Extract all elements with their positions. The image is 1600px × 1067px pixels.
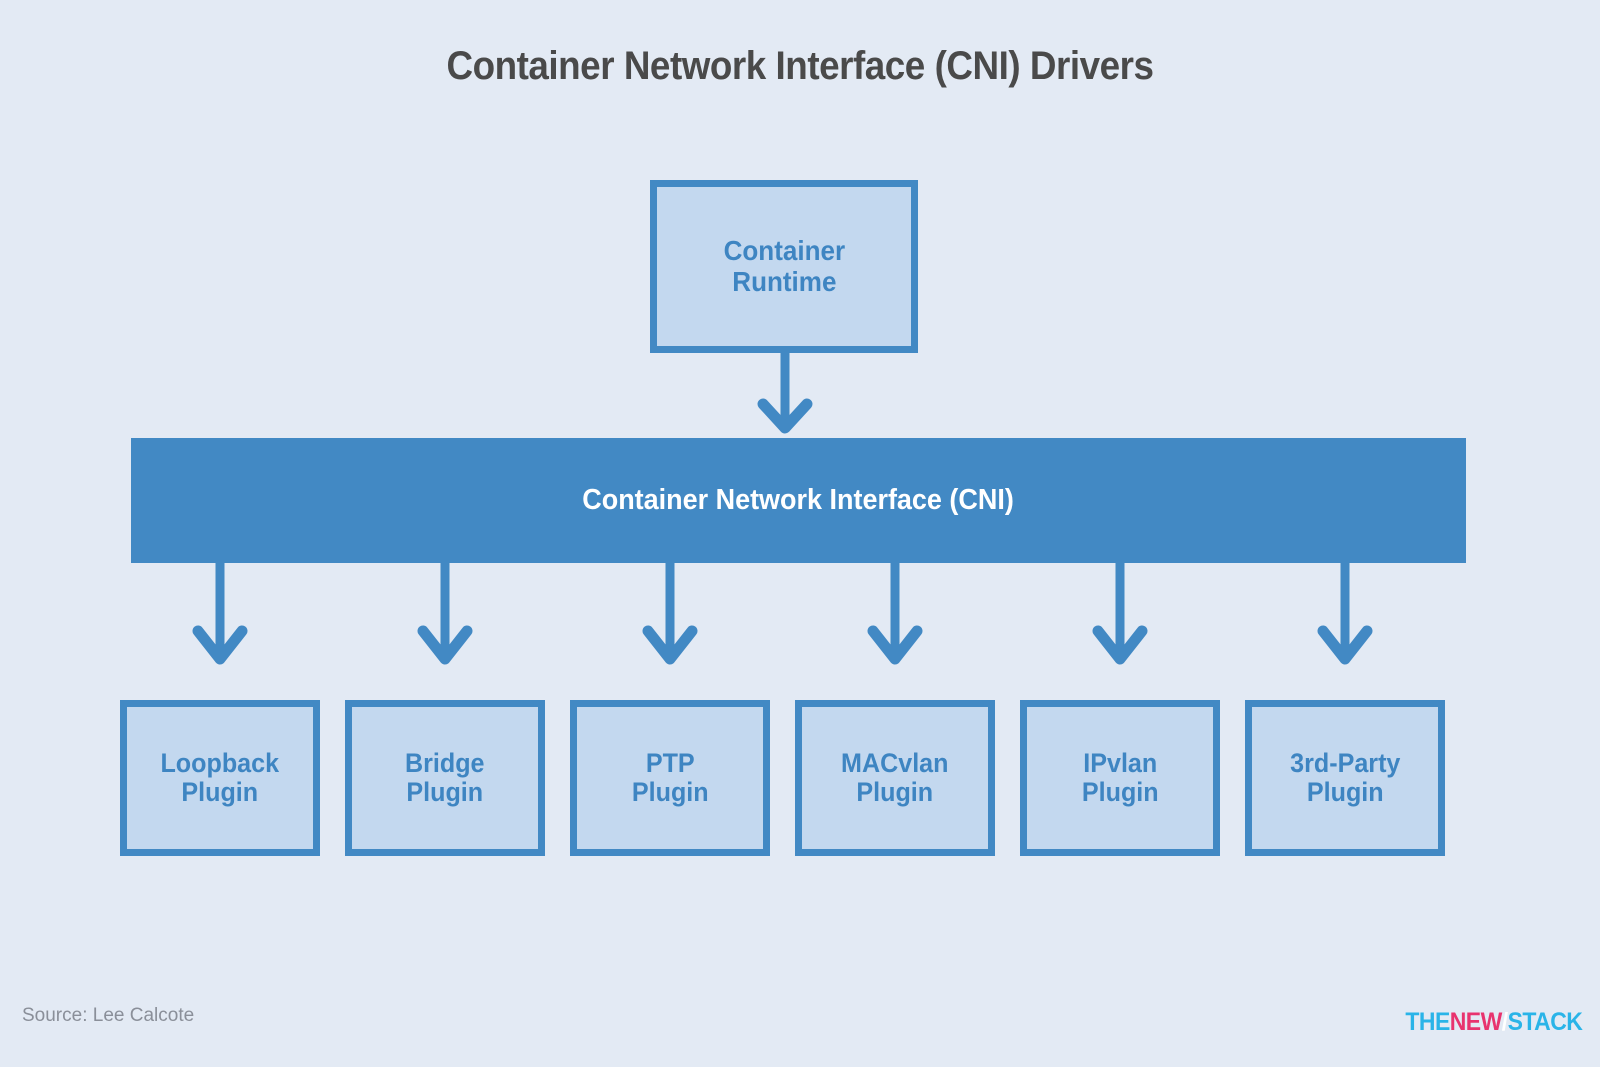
page-title: Container Network Interface (CNI) Driver… (446, 44, 1154, 88)
arrow-runtime-to-cni (757, 352, 813, 434)
node-plugin-loopback[interactable]: Loopback Plugin (120, 700, 320, 856)
logo-segment-the: THE (1405, 1008, 1450, 1036)
node-plugin-ptp[interactable]: PTP Plugin (570, 700, 770, 856)
node-plugin-3rd-party[interactable]: 3rd-Party Plugin (1245, 700, 1445, 856)
node-plugin-macvlan[interactable]: MACvlan Plugin (795, 700, 995, 856)
plugin-3-line2: Plugin (856, 777, 934, 807)
node-plugin-ipvlan[interactable]: IPvlan Plugin (1020, 700, 1220, 856)
node-plugin-macvlan-label: MACvlan Plugin (841, 747, 949, 807)
logo-segment-slash: / (1501, 1008, 1508, 1036)
arrow-cni-to-macvlan (867, 563, 923, 665)
plugin-0-line2: Plugin (181, 777, 259, 807)
plugin-4-line1: IPvlan (1083, 747, 1157, 778)
source-attribution: Source: Lee Calcote (22, 1005, 195, 1026)
plugin-5-line2: Plugin (1306, 777, 1384, 807)
plugin-2-line2: Plugin (631, 777, 709, 807)
logo-segment-new: NEW (1449, 1008, 1502, 1036)
arrow-cni-to-loopback (192, 563, 248, 665)
node-plugin-ipvlan-label: IPvlan Plugin (1081, 747, 1159, 807)
arrow-cni-to-ipvlan (1092, 563, 1148, 665)
node-plugin-ptp-label: PTP Plugin (631, 747, 709, 807)
cni-bar-label: Container Network Interface (CNI) (582, 484, 1015, 516)
arrow-cni-to-3rd-party (1317, 563, 1373, 665)
plugin-5-line1: 3rd-Party (1289, 747, 1401, 778)
plugin-0-line1: Loopback (160, 747, 280, 778)
node-plugin-bridge[interactable]: Bridge Plugin (345, 700, 545, 856)
node-container-runtime[interactable]: Container Runtime (650, 180, 918, 353)
runtime-label-line2: Runtime (731, 265, 837, 297)
the-new-stack-logo: THENEW/STACK (1405, 1008, 1583, 1037)
plugin-1-line1: Bridge (405, 747, 485, 778)
arrow-cni-to-bridge (417, 563, 473, 665)
node-cni-bar[interactable]: Container Network Interface (CNI) (131, 438, 1466, 563)
logo-segment-stack: STACK (1507, 1008, 1582, 1036)
arrow-cni-to-ptp (642, 563, 698, 665)
runtime-label-line1: Container (723, 235, 845, 267)
node-container-runtime-label: Container Runtime (723, 236, 845, 296)
node-plugin-loopback-label: Loopback Plugin (160, 747, 280, 807)
plugin-3-line1: MACvlan (841, 747, 949, 778)
plugin-2-line1: PTP (645, 747, 695, 778)
node-plugin-bridge-label: Bridge Plugin (405, 747, 485, 807)
node-plugin-3rd-party-label: 3rd-Party Plugin (1289, 747, 1401, 807)
plugin-1-line2: Plugin (406, 777, 484, 807)
plugin-4-line2: Plugin (1081, 777, 1159, 807)
